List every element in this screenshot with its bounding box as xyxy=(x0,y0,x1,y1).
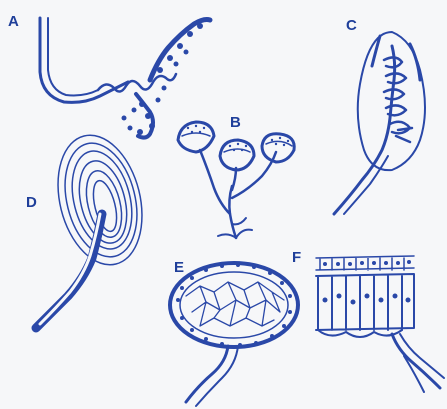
panel-b-stem xyxy=(229,186,236,238)
panel-label-e: E xyxy=(174,260,184,275)
panel-label-d: D xyxy=(26,195,37,210)
panel-c-encapsulated-ending xyxy=(334,32,425,214)
panel-f-nuclei xyxy=(323,260,412,305)
panel-e-ovoid-ending xyxy=(170,263,298,406)
panel-c-axon xyxy=(334,46,395,214)
panel-d-lamellated-corpuscle xyxy=(36,126,155,328)
panel-a-beads xyxy=(122,23,204,135)
panel-label-b: B xyxy=(230,115,241,130)
panel-e-outer-capsule xyxy=(170,263,298,347)
panel-a-free-nerve-ending xyxy=(40,18,210,138)
panel-f-base xyxy=(318,330,402,337)
panel-f-columns xyxy=(316,274,414,330)
panel-f-cell-layer xyxy=(316,256,444,392)
panel-label-c: C xyxy=(346,18,357,33)
panel-b-bulb-endings xyxy=(178,122,294,238)
panel-e-cells xyxy=(186,282,284,326)
panel-e-rim-dots xyxy=(176,263,292,347)
panel-f-axon xyxy=(392,334,440,388)
panel-label-a: A xyxy=(8,14,19,29)
panel-a-fiber-inner xyxy=(48,18,98,95)
panel-b-bulb-right xyxy=(262,134,294,162)
panel-label-f: F xyxy=(292,250,301,265)
